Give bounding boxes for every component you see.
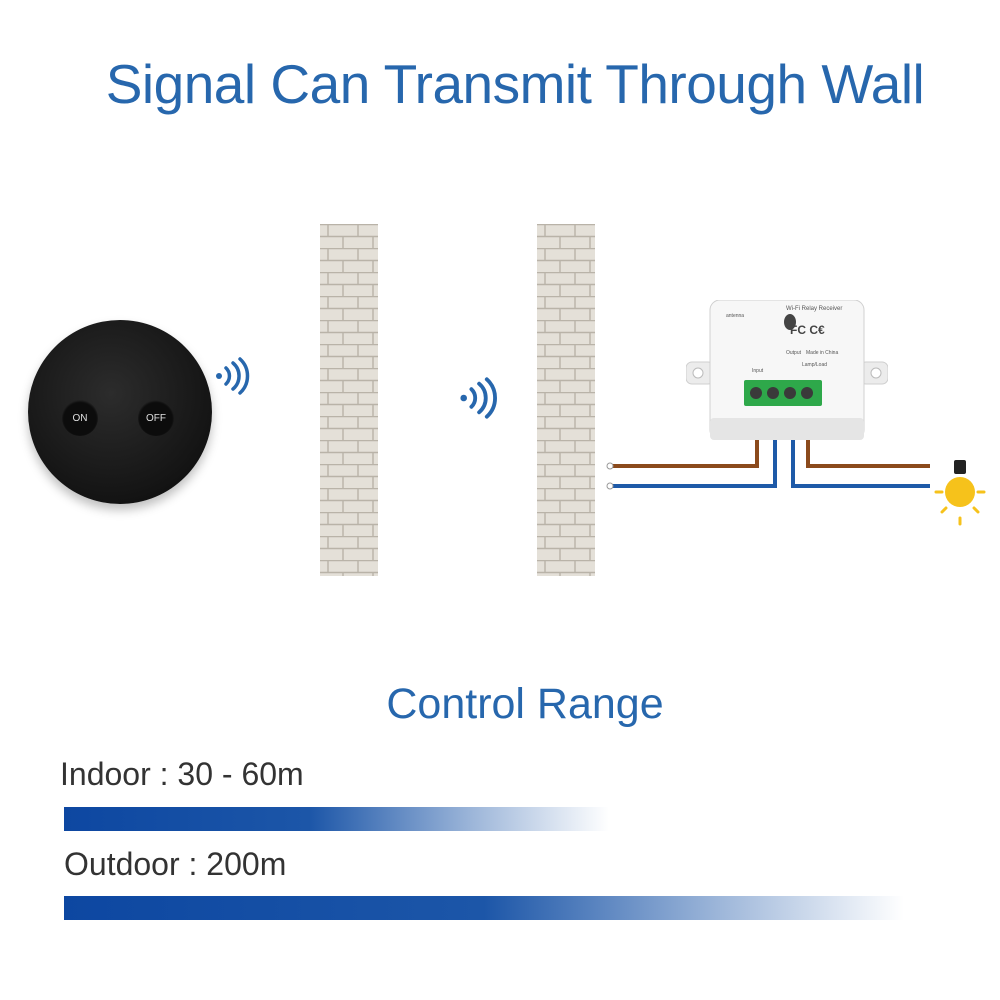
control-range-title: Control Range	[386, 680, 664, 728]
outdoor-range-label: Outdoor : 200m	[64, 846, 287, 882]
svg-text:FC C€: FC C€	[790, 323, 825, 337]
svg-text:Wi-Fi Relay Receiver: Wi-Fi Relay Receiver	[786, 306, 842, 312]
on-button[interactable]: ON	[62, 400, 98, 436]
svg-text:Input: Input	[752, 368, 764, 374]
svg-text:antenna: antenna	[726, 313, 744, 319]
svg-text:Output: Output	[786, 350, 802, 356]
light-bulb-icon	[934, 460, 986, 526]
wifi-signal-icon	[460, 377, 497, 419]
off-button[interactable]: OFF	[138, 400, 174, 436]
indoor-range-bar	[64, 807, 609, 831]
brick-wall	[320, 224, 378, 576]
relay-receiver: Wi-Fi Relay Receiver antenna FC C€ Input…	[686, 300, 888, 440]
svg-text:Lamp/Load: Lamp/Load	[802, 362, 827, 368]
page-title: Signal Can Transmit Through Wall	[105, 53, 925, 115]
indoor-range-label: Indoor : 30 - 60m	[60, 756, 304, 792]
remote-control: ON OFF	[28, 320, 212, 504]
outdoor-range-bar	[64, 896, 904, 920]
svg-text:Made in China: Made in China	[806, 350, 838, 356]
wifi-signal-icon	[216, 357, 250, 395]
brick-wall	[537, 224, 595, 576]
